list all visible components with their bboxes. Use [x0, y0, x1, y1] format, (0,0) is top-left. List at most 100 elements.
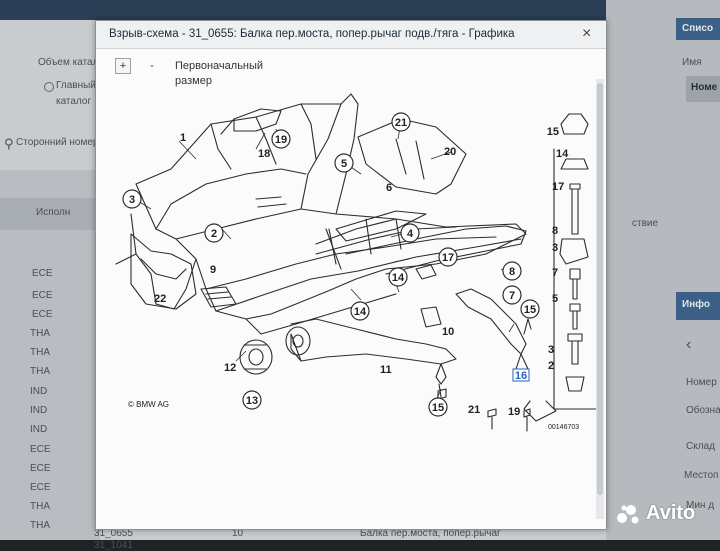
- info-location-label: Местоп: [684, 470, 719, 481]
- vertical-scrollbar[interactable]: [596, 79, 604, 519]
- svg-text:21: 21: [395, 117, 407, 129]
- bottom-row-code: 31_0655: [94, 528, 133, 539]
- name-label: Имя: [682, 57, 702, 68]
- leader-lines: [137, 121, 515, 402]
- callout-13[interactable]: 13: [242, 390, 262, 410]
- part-number-12[interactable]: 12: [224, 362, 236, 374]
- bottom-row-qty: 10: [232, 528, 244, 539]
- table-row: IND: [30, 424, 48, 435]
- part-number-1[interactable]: 1: [180, 132, 186, 144]
- exploded-view-window: Взрыв-схема - 31_0655: Балка пер.моста, …: [95, 20, 607, 530]
- info-warehouse-label: Склад: [686, 441, 715, 452]
- diagram-drawing: 19 21 5 3 2 4 17 14 8 7 14 15 13 15 15 1…: [115, 93, 597, 432]
- part-number-10[interactable]: 10: [442, 326, 454, 338]
- chevron-left-icon[interactable]: ‹: [686, 336, 692, 353]
- callout-2[interactable]: 2: [204, 223, 224, 243]
- svg-text:8: 8: [509, 266, 515, 278]
- table-row: THA: [30, 520, 50, 531]
- table-row: THA: [30, 501, 50, 512]
- copyright-text: © BMW AG: [128, 400, 169, 409]
- part-number-20[interactable]: 20: [444, 146, 456, 158]
- info-panel-header: Инфо: [676, 292, 720, 320]
- callout-19[interactable]: 19: [271, 129, 291, 149]
- main-catalog-label-2: каталог: [56, 96, 92, 107]
- table-row: IND: [30, 405, 48, 416]
- table-row: ECE: [30, 444, 51, 455]
- svg-text:3: 3: [129, 194, 135, 206]
- table-row: THA: [30, 328, 50, 339]
- number-column-header: Номе: [686, 76, 720, 102]
- avito-logo-icon: [617, 505, 639, 524]
- callout-5[interactable]: 5: [334, 153, 354, 173]
- left-panel: [0, 170, 100, 540]
- callout-21[interactable]: 21: [391, 112, 411, 132]
- table-row: THA: [30, 347, 50, 358]
- bottom-row-code-2: 31_1041: [94, 540, 133, 551]
- exploded-diagram[interactable]: 19 21 5 3 2 4 17 14 8 7 14 15 13 15 15 1…: [96, 79, 606, 529]
- callout-7[interactable]: 7: [502, 285, 522, 305]
- catalog-scope-label: Объем каталога: [38, 57, 114, 68]
- table-row: ECE: [32, 290, 53, 301]
- part-callouts: 19 21 5 3 2 4 17 14 8 7 14 15 13 15 15: [122, 112, 559, 417]
- zoom-toolbar: + - Первоначальный размер: [96, 50, 606, 87]
- part-number-6[interactable]: 6: [386, 182, 392, 194]
- table-row: THA: [30, 366, 50, 377]
- callout-15b[interactable]: 15: [428, 397, 448, 417]
- scrollbar-thumb[interactable]: [597, 83, 603, 495]
- part-number-14[interactable]: 14: [556, 148, 569, 160]
- bottom-row-desc: Балка пер.моста, попер.рычаг: [360, 528, 501, 539]
- callout-14b[interactable]: 14: [350, 301, 370, 321]
- highlighted-part-16[interactable]: 16: [512, 368, 530, 382]
- svg-text:4: 4: [407, 228, 414, 240]
- svg-text:17: 17: [442, 252, 454, 264]
- callout-3[interactable]: 3: [122, 189, 142, 209]
- svg-text:15: 15: [524, 304, 536, 316]
- part-number-7[interactable]: 7: [552, 267, 558, 279]
- main-catalog-label: Главный: [56, 80, 96, 91]
- callout-17[interactable]: 17: [438, 247, 458, 267]
- zoom-in-button[interactable]: +: [115, 58, 131, 74]
- table-row: ECE: [32, 309, 53, 320]
- part-number-8[interactable]: 8: [552, 225, 558, 237]
- svg-text:14: 14: [354, 306, 367, 318]
- part-number-18[interactable]: 18: [258, 148, 270, 160]
- part-number-3[interactable]: 3: [552, 242, 558, 254]
- app-top-bar: [0, 0, 720, 20]
- part-number-21[interactable]: 21: [468, 404, 480, 416]
- part-number-22[interactable]: 22: [154, 293, 166, 305]
- availability-header: ствие: [632, 218, 659, 229]
- callout-4[interactable]: 4: [400, 223, 420, 243]
- close-icon[interactable]: ×: [582, 25, 592, 42]
- part-number-11[interactable]: 11: [380, 364, 392, 376]
- main-catalog-radio[interactable]: [44, 82, 54, 92]
- window-title-bar[interactable]: Взрыв-схема - 31_0655: Балка пер.моста, …: [96, 21, 606, 49]
- svg-text:13: 13: [246, 395, 258, 407]
- info-number-label: Номер: [686, 377, 717, 388]
- part-number-2[interactable]: 2: [548, 360, 554, 372]
- svg-text:7: 7: [509, 290, 515, 302]
- reset-size-button[interactable]: Первоначальный размер: [175, 60, 264, 87]
- svg-text:16: 16: [515, 370, 527, 382]
- callout-15[interactable]: 15: [520, 299, 540, 319]
- table-row: ECE: [32, 268, 53, 279]
- svg-text:15: 15: [547, 126, 559, 138]
- part-number-17[interactable]: 17: [552, 181, 564, 193]
- right-panel: Списо Имя Номе ствие Инфо ‹ Номер Обозна…: [606, 0, 720, 540]
- svg-text:2: 2: [211, 228, 217, 240]
- third-party-number-label: Сторонний номер: [16, 137, 99, 148]
- svg-text:19: 19: [275, 134, 287, 146]
- window-title: Взрыв-схема - 31_0655: Балка пер.моста, …: [109, 28, 515, 40]
- svg-text:5: 5: [341, 158, 347, 170]
- part-number-5[interactable]: 5: [552, 293, 558, 305]
- part-number-3b[interactable]: 3: [548, 344, 554, 356]
- callout-column-15[interactable]: 15: [547, 126, 559, 138]
- svg-text:14: 14: [392, 272, 405, 284]
- avito-watermark: Avito: [616, 501, 716, 527]
- part-number-9[interactable]: 9: [210, 264, 216, 276]
- callout-8[interactable]: 8: [502, 261, 522, 281]
- list-panel-header: Списо: [676, 18, 720, 40]
- zoom-out-button[interactable]: -: [150, 60, 154, 72]
- part-number-19[interactable]: 19: [508, 406, 520, 418]
- table-row: IND: [30, 386, 48, 397]
- callout-14[interactable]: 14: [388, 267, 408, 287]
